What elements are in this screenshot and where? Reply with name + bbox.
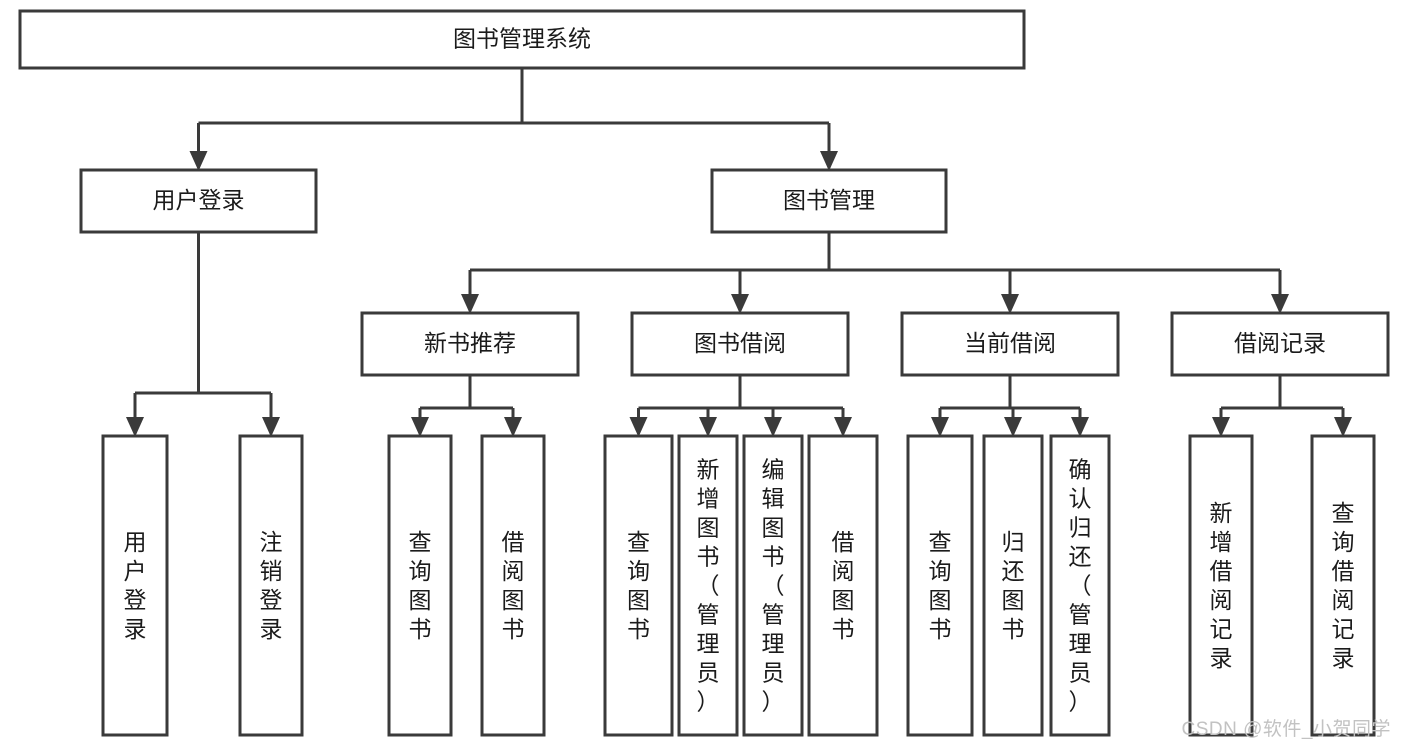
node-l-cb-query[interactable]: 查询图书	[906, 434, 974, 737]
arrow-head-icon	[1334, 417, 1352, 437]
node-box	[630, 311, 850, 377]
node-l-rec-query[interactable]: 查询图书	[387, 434, 453, 737]
node-n-current-borrow[interactable]: 当前借阅	[900, 311, 1120, 377]
node-l-rec-borrow[interactable]: 借阅图书	[480, 434, 546, 737]
node-l-cb-confirm[interactable]: 确认归还（管理员）	[1049, 434, 1111, 737]
edge-layer	[126, 68, 1352, 437]
node-label: 确认归还（管理员）	[1069, 457, 1092, 715]
node-box	[79, 168, 318, 234]
node-box	[677, 434, 739, 737]
node-label: 归还图书	[1002, 529, 1025, 642]
node-box	[1188, 434, 1254, 737]
arrow-head-icon	[461, 294, 479, 314]
arrow-head-icon	[699, 417, 717, 437]
node-label: 查询图书	[929, 529, 952, 642]
node-box	[900, 311, 1120, 377]
node-box	[1049, 434, 1111, 737]
arrow-head-icon	[411, 417, 429, 437]
arrow-head-icon	[189, 151, 208, 171]
node-l-bb-edit[interactable]: 编辑图书（管理员）	[742, 434, 804, 737]
node-n-book-mgmt[interactable]: 图书管理	[710, 168, 948, 234]
node-box	[982, 434, 1044, 737]
node-box	[238, 434, 304, 737]
node-label: 查询借阅记录	[1332, 500, 1355, 671]
node-label: 图书借阅	[694, 330, 786, 356]
node-n-borrow-record[interactable]: 借阅记录	[1170, 311, 1390, 377]
node-label: 新增借阅记录	[1210, 500, 1233, 671]
node-n-user-login[interactable]: 用户登录	[79, 168, 318, 234]
node-l-bb-borrow[interactable]: 借阅图书	[807, 434, 879, 737]
arrow-head-icon	[1001, 294, 1019, 314]
node-box	[480, 434, 546, 737]
arrow-head-icon	[126, 417, 144, 437]
node-label: 查询图书	[627, 529, 650, 642]
node-l-logout[interactable]: 注销登录	[238, 434, 304, 737]
arrow-head-icon	[731, 294, 749, 314]
node-box	[906, 434, 974, 737]
node-label: 新书推荐	[424, 330, 516, 356]
node-label: 图书管理系统	[453, 26, 591, 52]
node-box	[710, 168, 948, 234]
node-l-br-add[interactable]: 新增借阅记录	[1188, 434, 1254, 737]
arrow-head-icon	[629, 417, 648, 437]
arrow-head-icon	[931, 417, 949, 437]
node-label: 当前借阅	[964, 330, 1056, 356]
node-box	[807, 434, 879, 737]
node-box	[1310, 434, 1376, 737]
node-label: 图书管理	[783, 187, 875, 213]
node-label: 借阅图书	[502, 529, 525, 642]
csdn-watermark: CSDN @软件_小贺同学	[1181, 719, 1391, 740]
node-layer: 图书管理系统用户登录图书管理新书推荐图书借阅当前借阅借阅记录用户登录注销登录查询…	[18, 9, 1390, 737]
node-box	[18, 9, 1026, 70]
node-n-book-borrow[interactable]: 图书借阅	[630, 311, 850, 377]
node-l-user-login[interactable]: 用户登录	[101, 434, 169, 737]
node-label: 编辑图书（管理员）	[762, 457, 785, 715]
node-box	[360, 311, 580, 377]
node-l-cb-return[interactable]: 归还图书	[982, 434, 1044, 737]
arrow-head-icon	[764, 417, 782, 437]
node-label: 借阅图书	[832, 529, 855, 642]
node-l-br-query[interactable]: 查询借阅记录	[1310, 434, 1376, 737]
node-box	[603, 434, 674, 737]
node-label: 借阅记录	[1234, 330, 1326, 356]
arrow-head-icon	[504, 417, 522, 437]
arrow-head-icon	[1071, 417, 1089, 437]
node-label: 用户登录	[153, 187, 245, 213]
arrow-head-icon	[1212, 417, 1230, 437]
node-box	[101, 434, 169, 737]
node-box	[742, 434, 804, 737]
node-n-new-book-rec[interactable]: 新书推荐	[360, 311, 580, 377]
node-label: 新增图书（管理员）	[697, 457, 720, 715]
arrow-head-icon	[834, 417, 852, 437]
arrow-head-icon	[1271, 294, 1289, 314]
node-label: 用户登录	[124, 529, 147, 642]
node-label: 注销登录	[260, 529, 283, 642]
node-root[interactable]: 图书管理系统	[18, 9, 1026, 70]
node-l-bb-add[interactable]: 新增图书（管理员）	[677, 434, 739, 737]
node-box	[387, 434, 453, 737]
arrow-head-icon	[1004, 417, 1022, 437]
arrow-head-icon	[820, 151, 838, 171]
node-l-bb-query[interactable]: 查询图书	[603, 434, 674, 737]
arrow-head-icon	[262, 417, 280, 437]
node-box	[1170, 311, 1390, 377]
node-label: 查询图书	[409, 529, 432, 642]
